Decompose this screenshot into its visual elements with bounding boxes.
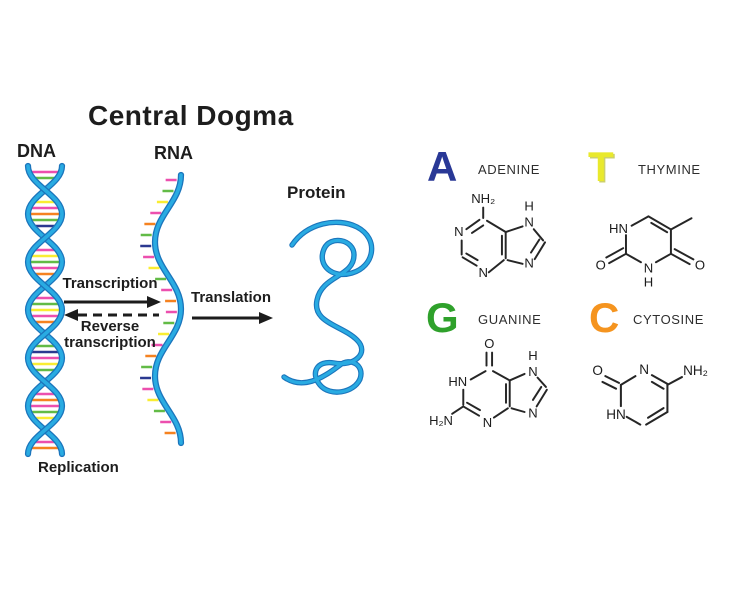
cytosine-name-label: CYTOSINE — [633, 312, 705, 327]
guanine-letter: G — [426, 294, 459, 341]
transcription-label: Transcription — [62, 275, 158, 292]
translation-label: Translation — [190, 289, 272, 306]
atom-label: O — [484, 336, 494, 351]
atom-label: N — [454, 224, 463, 239]
page-title: Central Dogma — [88, 100, 294, 131]
transcription-arrow — [64, 296, 161, 308]
atom-label: H — [644, 275, 653, 290]
dna-helix — [24, 162, 66, 458]
rna-base-ticks — [140, 178, 177, 435]
rna-strand — [140, 171, 185, 447]
atom-label: HN — [448, 374, 467, 389]
atom-label: O — [596, 258, 606, 273]
dna-label: DNA — [17, 141, 56, 161]
atom-label: H — [528, 348, 537, 363]
atom-label: HN — [609, 221, 628, 236]
guanine-structure: O HN H₂N N H N N — [429, 336, 548, 430]
atom-label: N — [524, 256, 533, 271]
thymine-structure: HN N H O O — [596, 215, 705, 290]
atom-label: N — [483, 415, 492, 430]
atom-label: N — [528, 364, 537, 379]
atom-label: NH₂ — [683, 363, 708, 378]
atom-label: O — [695, 258, 705, 273]
translation-arrow — [192, 312, 273, 324]
protein-label: Protein — [287, 183, 346, 202]
atom-label: H₂N — [429, 413, 453, 428]
adenine-name-label: ADENINE — [478, 162, 540, 177]
dna-base-pair-rungs — [29, 170, 61, 450]
protein-squiggle — [281, 219, 375, 395]
atom-label: N — [528, 406, 537, 421]
atom-label: N — [639, 362, 649, 377]
reverse-transcription-arrow — [64, 309, 159, 321]
reverse-transcription-label: Reverse transcription — [64, 318, 156, 351]
replication-label: Replication — [38, 459, 119, 476]
cytosine-structure: O N NH₂ HN — [592, 362, 708, 426]
cytosine-letter: C — [589, 294, 620, 341]
atom-label: N — [478, 265, 487, 280]
thymine-name-label: THYMINE — [638, 162, 701, 177]
atom-label: H — [524, 198, 533, 213]
guanine-name-label: GUANINE — [478, 312, 542, 327]
atom-label: N — [644, 261, 653, 276]
adenine-letter: A — [427, 143, 458, 190]
atom-label: O — [592, 363, 603, 378]
rna-label: RNA — [154, 143, 193, 163]
atom-label: HN — [606, 407, 626, 422]
atom-label: NH₂ — [471, 191, 495, 206]
thymine-letter: T — [588, 143, 614, 190]
adenine-structure: NH₂ N N H N N — [454, 191, 546, 280]
atom-label: N — [524, 214, 533, 229]
